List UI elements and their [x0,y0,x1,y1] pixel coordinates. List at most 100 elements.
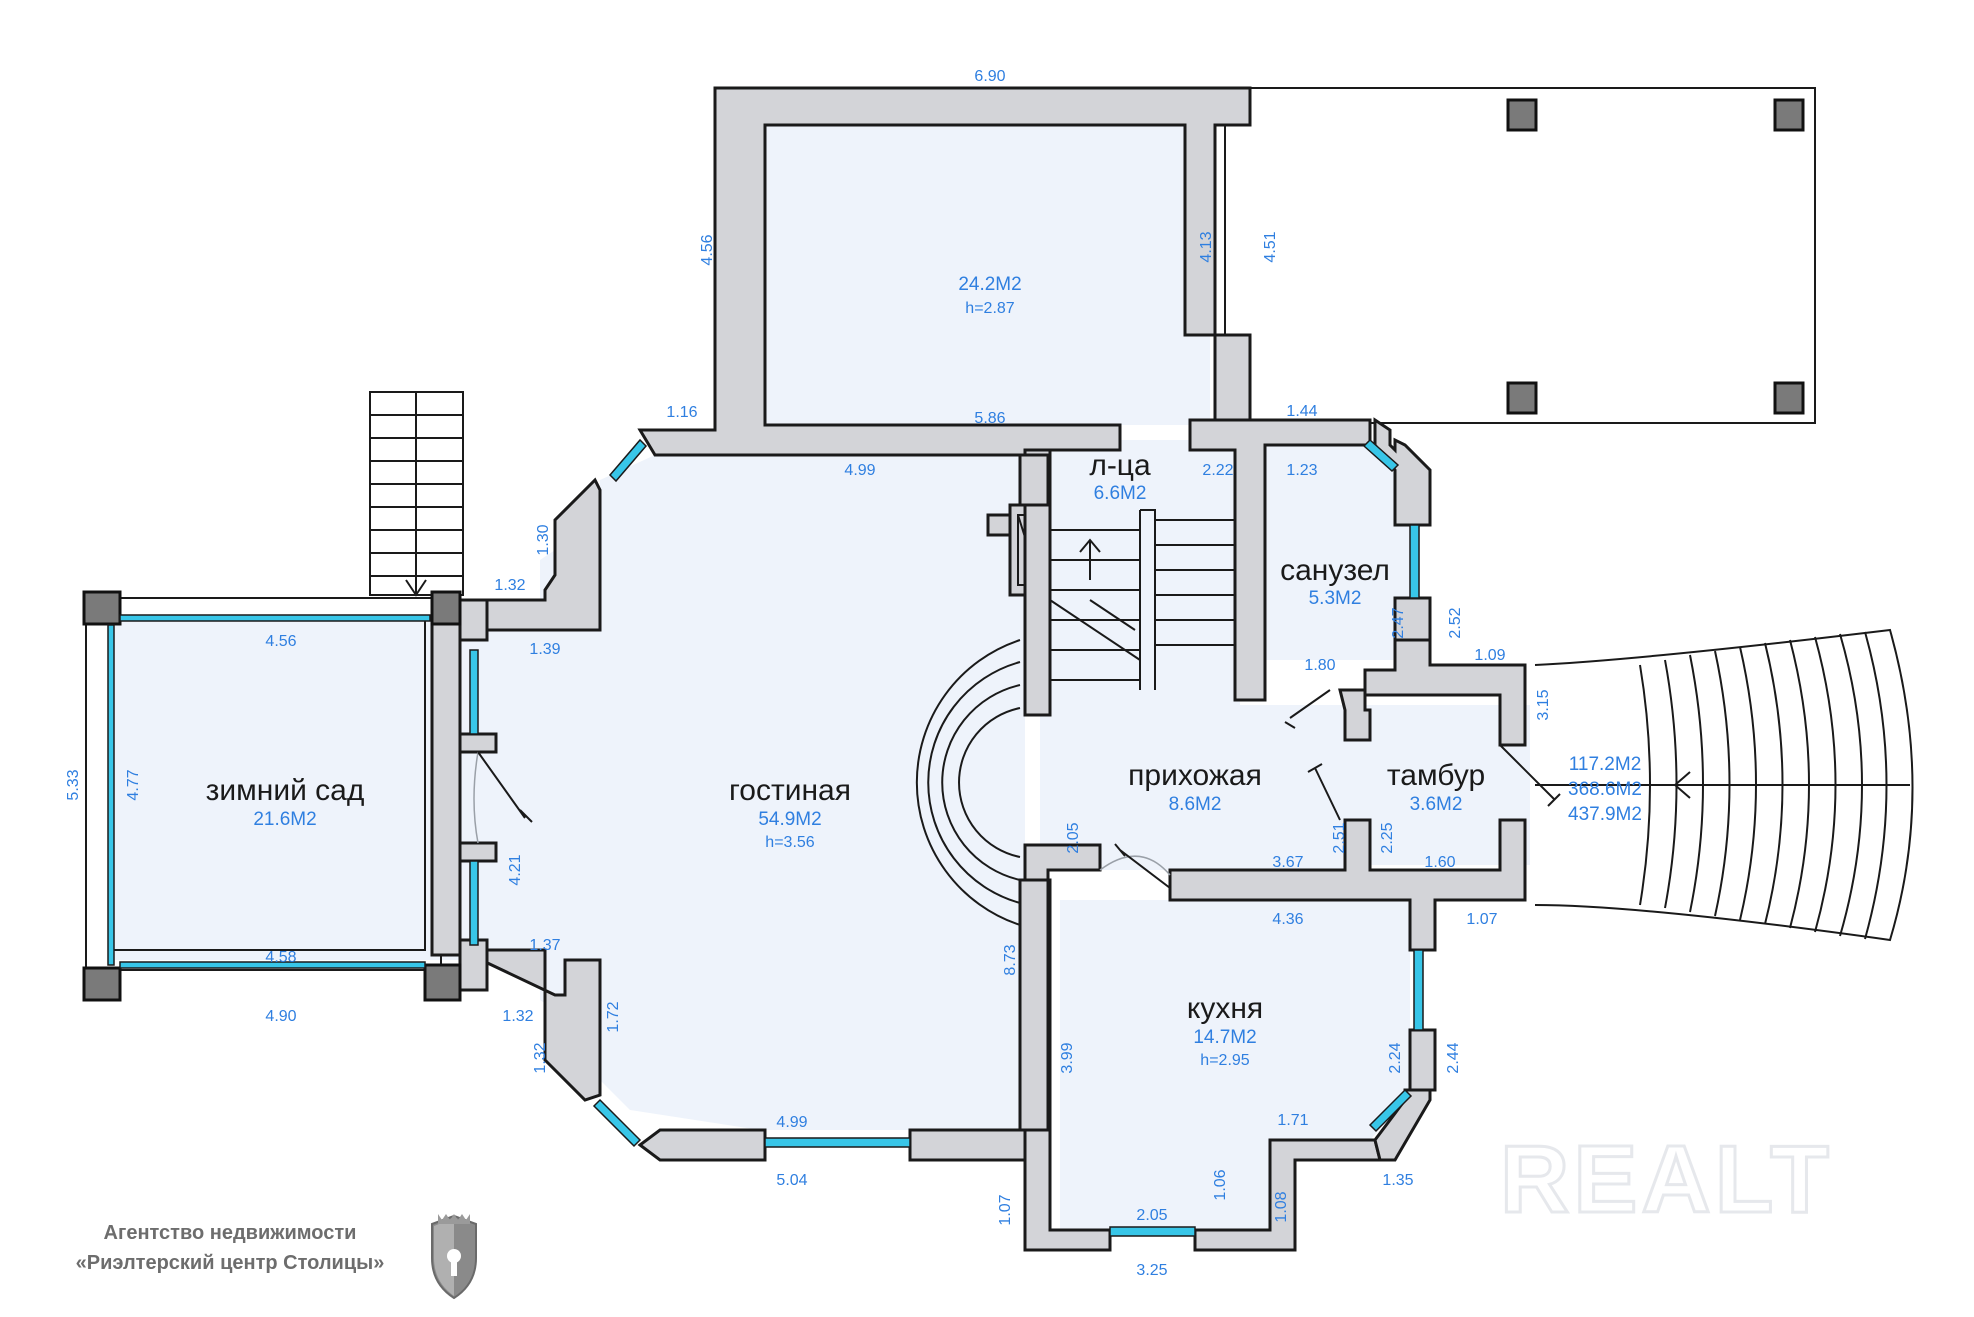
window-kitchen-corner [1368,1088,1413,1133]
door-garden-leaf [477,751,533,823]
floor-kitchen [1060,900,1410,1230]
window-kitchen-bottom [1109,1226,1196,1237]
room-area: 24.2М2 [958,274,1021,295]
floor-room1 [765,125,1210,425]
dimension-label: 4.51 [1262,231,1279,262]
dimension-label: 1.06 [1212,1169,1229,1200]
round-step [915,639,1021,926]
garden-pillar [423,963,462,1002]
dimension-label: 1.72 [605,1001,622,1032]
dimension-label: 4.58 [265,949,296,966]
dimension-label: 2.47 [1390,607,1407,638]
door-jamb-garden-lower [458,841,498,863]
floor-bath [1265,440,1420,660]
terrace-pillar [1773,381,1805,415]
dimension-label: 5.04 [776,1172,807,1189]
door-kitchen-arc [1099,855,1171,876]
window-garden-bottom [119,961,426,969]
agency-shield-logo-icon [431,1214,477,1300]
dimension-label: 3.25 [1136,1262,1167,1279]
terrace-pillar [1773,98,1805,132]
entrance-steps [1534,628,1914,942]
dimension-label: 2.44 [1445,1042,1462,1073]
chimney-nub [986,513,1012,537]
label-hall: прихожая 8.6М2 [1128,759,1262,815]
room-name: санузел [1280,554,1390,587]
label-totals: 117.2М2 368.6М2 437.9М2 [1568,754,1642,825]
room-area: 14.7М2 [1193,1027,1256,1048]
room-height: h=2.87 [965,300,1014,317]
dimension-label: 1.39 [529,641,560,658]
dimension-label: 1.71 [1277,1112,1308,1129]
outdoor-stair-steps [370,392,463,597]
dimension-label: 2.52 [1447,607,1464,638]
wall-hall-bottom [1168,818,1527,952]
room-area: 8.6М2 [1169,794,1222,815]
stair-steps-left [1050,509,1156,690]
doors [473,689,1561,889]
dimension-label: 1.23 [1286,462,1317,479]
agency-line-1: Агентство недвижимости [103,1222,357,1244]
room-name: зимний сад [206,774,365,807]
agency-line-2: «Риэлтерский центр Столицы» [75,1252,385,1274]
dimension-label: 4.13 [1198,231,1215,262]
wall-living-right-bottom [1018,878,1050,1132]
window-garden-right-upper [469,649,479,735]
dimension-label: 1.80 [1304,657,1335,674]
watermark-text: REALT [1500,1126,1833,1233]
wall-kitchen-right [1408,1028,1437,1092]
windows [107,438,1424,1237]
agency-caption: Агентство недвижимости «Риэлтерский цент… [40,1218,420,1278]
window-living-top-left [608,438,648,483]
dimension-label: 6.90 [974,68,1005,85]
dimension-label: 1.09 [1474,647,1505,664]
dimension-label: 3.99 [1059,1042,1076,1073]
dimension-label: 1.30 [535,524,552,555]
floor-hall [1040,705,1370,870]
garden-pillar [430,590,462,626]
dimension-label: 1.60 [1424,854,1455,871]
dimension-label: 3.15 [1535,689,1552,720]
wall-living-bottom-left [637,1128,767,1162]
wall-room1-right [1213,333,1252,422]
round-steps [915,639,1021,926]
garden-pillar [82,966,122,1002]
dimension-label: 2.51 [1331,822,1348,853]
door-entrance-leaf [1499,744,1561,807]
wall-living-upper-left [458,477,602,632]
dimension-label: 2.25 [1379,822,1396,853]
terrace [1224,87,1816,424]
round-step [958,707,1021,858]
stair-steps-right [1155,519,1235,646]
room-area: 3.6М2 [1410,794,1463,815]
window-kitchen-right [1413,949,1424,1031]
dimension-label: 1.16 [666,404,697,421]
dimension-label: 1.32 [494,577,525,594]
label-room1: 24.2М2 h=2.87 [958,274,1021,317]
stair-arrow [1049,538,1141,661]
dimension-label: 1.32 [502,1008,533,1025]
terrace-outline [1224,87,1816,424]
room-area: 54.9М2 [758,809,821,830]
window-living-bottom-left [592,1098,642,1148]
wall-garden-right [430,598,462,957]
room-area: 6.6М2 [1094,483,1147,504]
room-name: гостиная [729,774,851,807]
dimension-label: 1.08 [1273,1191,1290,1222]
dimension-label: 2.22 [1202,462,1233,479]
dimension-label: 2.24 [1387,1042,1404,1073]
total-area: 368.6М2 [1568,779,1642,800]
door-garden-arc [473,751,479,844]
window-garden-top [119,614,431,622]
entrance-steps-outline [1534,628,1914,942]
dimension-label: 1.37 [529,937,560,954]
dimension-label: 5.33 [65,769,82,800]
dimension-label: 4.99 [844,462,875,479]
window-garden-left [107,624,115,966]
dimension-label: 4.99 [776,1114,807,1131]
dimension-label: 1.35 [1382,1172,1413,1189]
room-labels: 24.2М2 h=2.87 л-ца 6.6М2 санузел 5.3М2 з… [206,274,1642,1069]
door-vest-inner-leaf [1307,763,1341,821]
dimension-label: 1.44 [1286,403,1317,420]
